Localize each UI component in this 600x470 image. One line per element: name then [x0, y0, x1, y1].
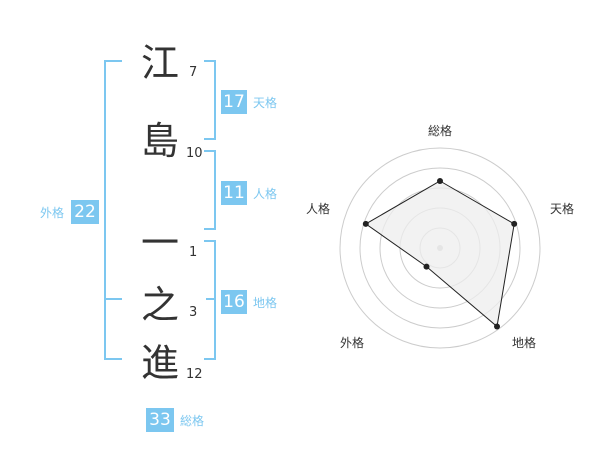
stroke-count-2: 10 — [186, 146, 203, 161]
gaikaku-label: 外格 — [40, 206, 65, 220]
stroke-count-5: 12 — [186, 367, 203, 382]
name-char-4: 之 — [141, 283, 180, 327]
radar-data-polygon — [364, 180, 515, 328]
radar-label-soukaku: 総格 — [427, 124, 452, 138]
radar-point-1 — [437, 178, 443, 184]
radar-ring-4 — [359, 167, 521, 329]
chikaku-value-badge: 16 — [221, 290, 247, 314]
name-char-5: 進 — [141, 341, 180, 385]
soukaku-label: 総格 — [180, 414, 205, 428]
stroke-count-3: 1 — [189, 245, 198, 260]
radar-label-tenkaku: 天格 — [549, 202, 574, 216]
stroke-count-4: 3 — [189, 305, 198, 320]
radar-label-jinkaku: 人格 — [305, 202, 330, 216]
radar-point-2 — [511, 220, 518, 227]
stroke-count-1: 7 — [189, 65, 198, 80]
radar-label-chikaku: 地格 — [511, 336, 536, 350]
radar-point-5 — [362, 220, 369, 227]
chikaku-label: 地格 — [253, 296, 278, 310]
jinkaku-value-badge: 11 — [221, 181, 247, 205]
name-char-2: 島 — [141, 119, 180, 163]
tenkaku-value-badge: 17 — [221, 90, 247, 114]
gaikaku-value-badge: 22 — [71, 200, 99, 224]
soukaku-value-badge: 33 — [146, 408, 174, 432]
radar-point-4 — [423, 263, 430, 270]
jinkaku-label: 人格 — [253, 187, 278, 201]
radar-ring-5 — [339, 147, 541, 349]
name-char-3: 一 — [141, 221, 180, 265]
radar-point-3 — [494, 323, 500, 330]
name-char-1: 江 — [141, 41, 180, 85]
tenkaku-label: 天格 — [253, 96, 278, 110]
radar-label-gaikaku: 外格 — [339, 336, 364, 350]
